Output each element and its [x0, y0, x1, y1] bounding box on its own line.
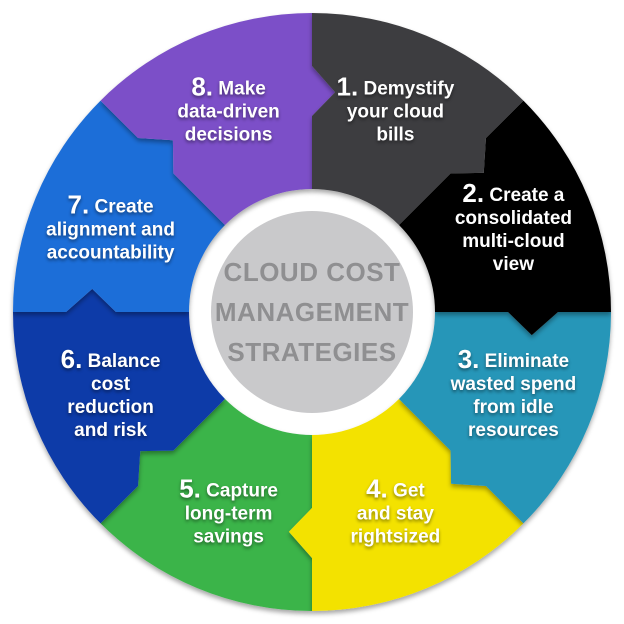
- segment-6-balance-cost-reduction-and-risk: [13, 288, 226, 524]
- segment-2-create-a-consolidated-multi-cloud-view: [398, 100, 611, 336]
- segment-1-demystify-your-cloud-bills: [312, 13, 524, 226]
- segment-8-make-data-driven-decisions: [100, 13, 336, 226]
- segment-7-create-alignment-and-accountability: [13, 100, 226, 312]
- wheel-segments: [13, 13, 611, 611]
- segment-4-get-and-stay-rightsized: [288, 398, 524, 611]
- center-circle: [211, 211, 413, 413]
- segment-3-eliminate-wasted-spend-from-idle-resources: [398, 312, 611, 524]
- segment-5-capture-long-term-savings: [100, 398, 312, 611]
